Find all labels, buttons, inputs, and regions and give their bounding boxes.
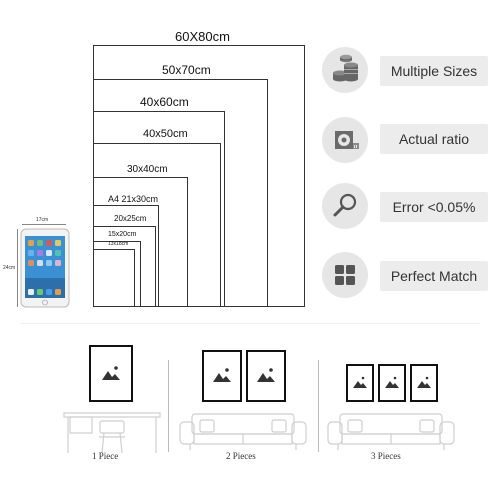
feature-actual-ratio: Actual ratio — [380, 124, 488, 154]
feature-perfect-match: Perfect Match — [380, 261, 488, 291]
coins-stack-icon — [333, 54, 358, 82]
tablet-image — [20, 228, 70, 308]
mountain-icon — [213, 368, 231, 382]
caption-three-pieces: 3 Pieces — [371, 451, 401, 461]
tablet-width-label: 17cm — [36, 217, 49, 223]
label-30x40: 30x40cm — [127, 164, 168, 175]
poster-left — [346, 364, 374, 402]
grid-squares-icon — [335, 265, 355, 285]
mountain-icon — [102, 366, 120, 380]
feature-circle-3 — [322, 183, 368, 229]
poster — [89, 345, 133, 402]
caption-two-pieces: 2 Pieces — [226, 451, 256, 461]
tablet-height-label: 24cm — [3, 265, 16, 271]
label-40x50: 40x50cm — [143, 128, 188, 140]
poster-right — [246, 350, 286, 402]
feature-multiple-sizes: Multiple Sizes — [380, 56, 488, 86]
feature-circle-4 — [322, 252, 368, 298]
poster-right — [410, 364, 438, 402]
section-divider — [20, 323, 480, 324]
tablet-width-dimension-line — [22, 224, 66, 225]
mountain-icon — [353, 376, 367, 388]
tablet-height-dimension-line — [17, 229, 18, 307]
feature-circle-2 — [322, 117, 368, 163]
label-15x20: 15x20cm — [108, 231, 137, 238]
feature-circle-1 — [322, 47, 368, 93]
scene-divider-2 — [318, 360, 319, 452]
sofa-image — [179, 413, 307, 450]
magnifier-icon — [333, 193, 357, 217]
frame-13x18 — [93, 249, 135, 307]
poster-left — [202, 350, 242, 402]
mountain-icon — [385, 376, 399, 388]
label-50x70: 50x70cm — [162, 63, 211, 77]
label-60x80: 60X80cm — [175, 29, 230, 44]
poster-center — [378, 364, 406, 402]
scene-divider-1 — [168, 360, 169, 452]
label-a4: A4 21x30cm — [108, 194, 159, 204]
mountain-icon — [417, 376, 431, 388]
label-20x25: 20x25cm — [114, 214, 147, 223]
desk-and-chair-image — [63, 412, 161, 454]
caption-one-piece: 1 Piece — [92, 451, 119, 461]
sofa-image — [327, 413, 455, 450]
label-13x18: 13x18cm — [108, 241, 129, 247]
label-40x60: 40x60cm — [140, 95, 189, 109]
feature-error-rate: Error <0.05% — [380, 192, 488, 222]
tape-measure-icon — [335, 131, 359, 149]
mountain-icon — [257, 368, 275, 382]
